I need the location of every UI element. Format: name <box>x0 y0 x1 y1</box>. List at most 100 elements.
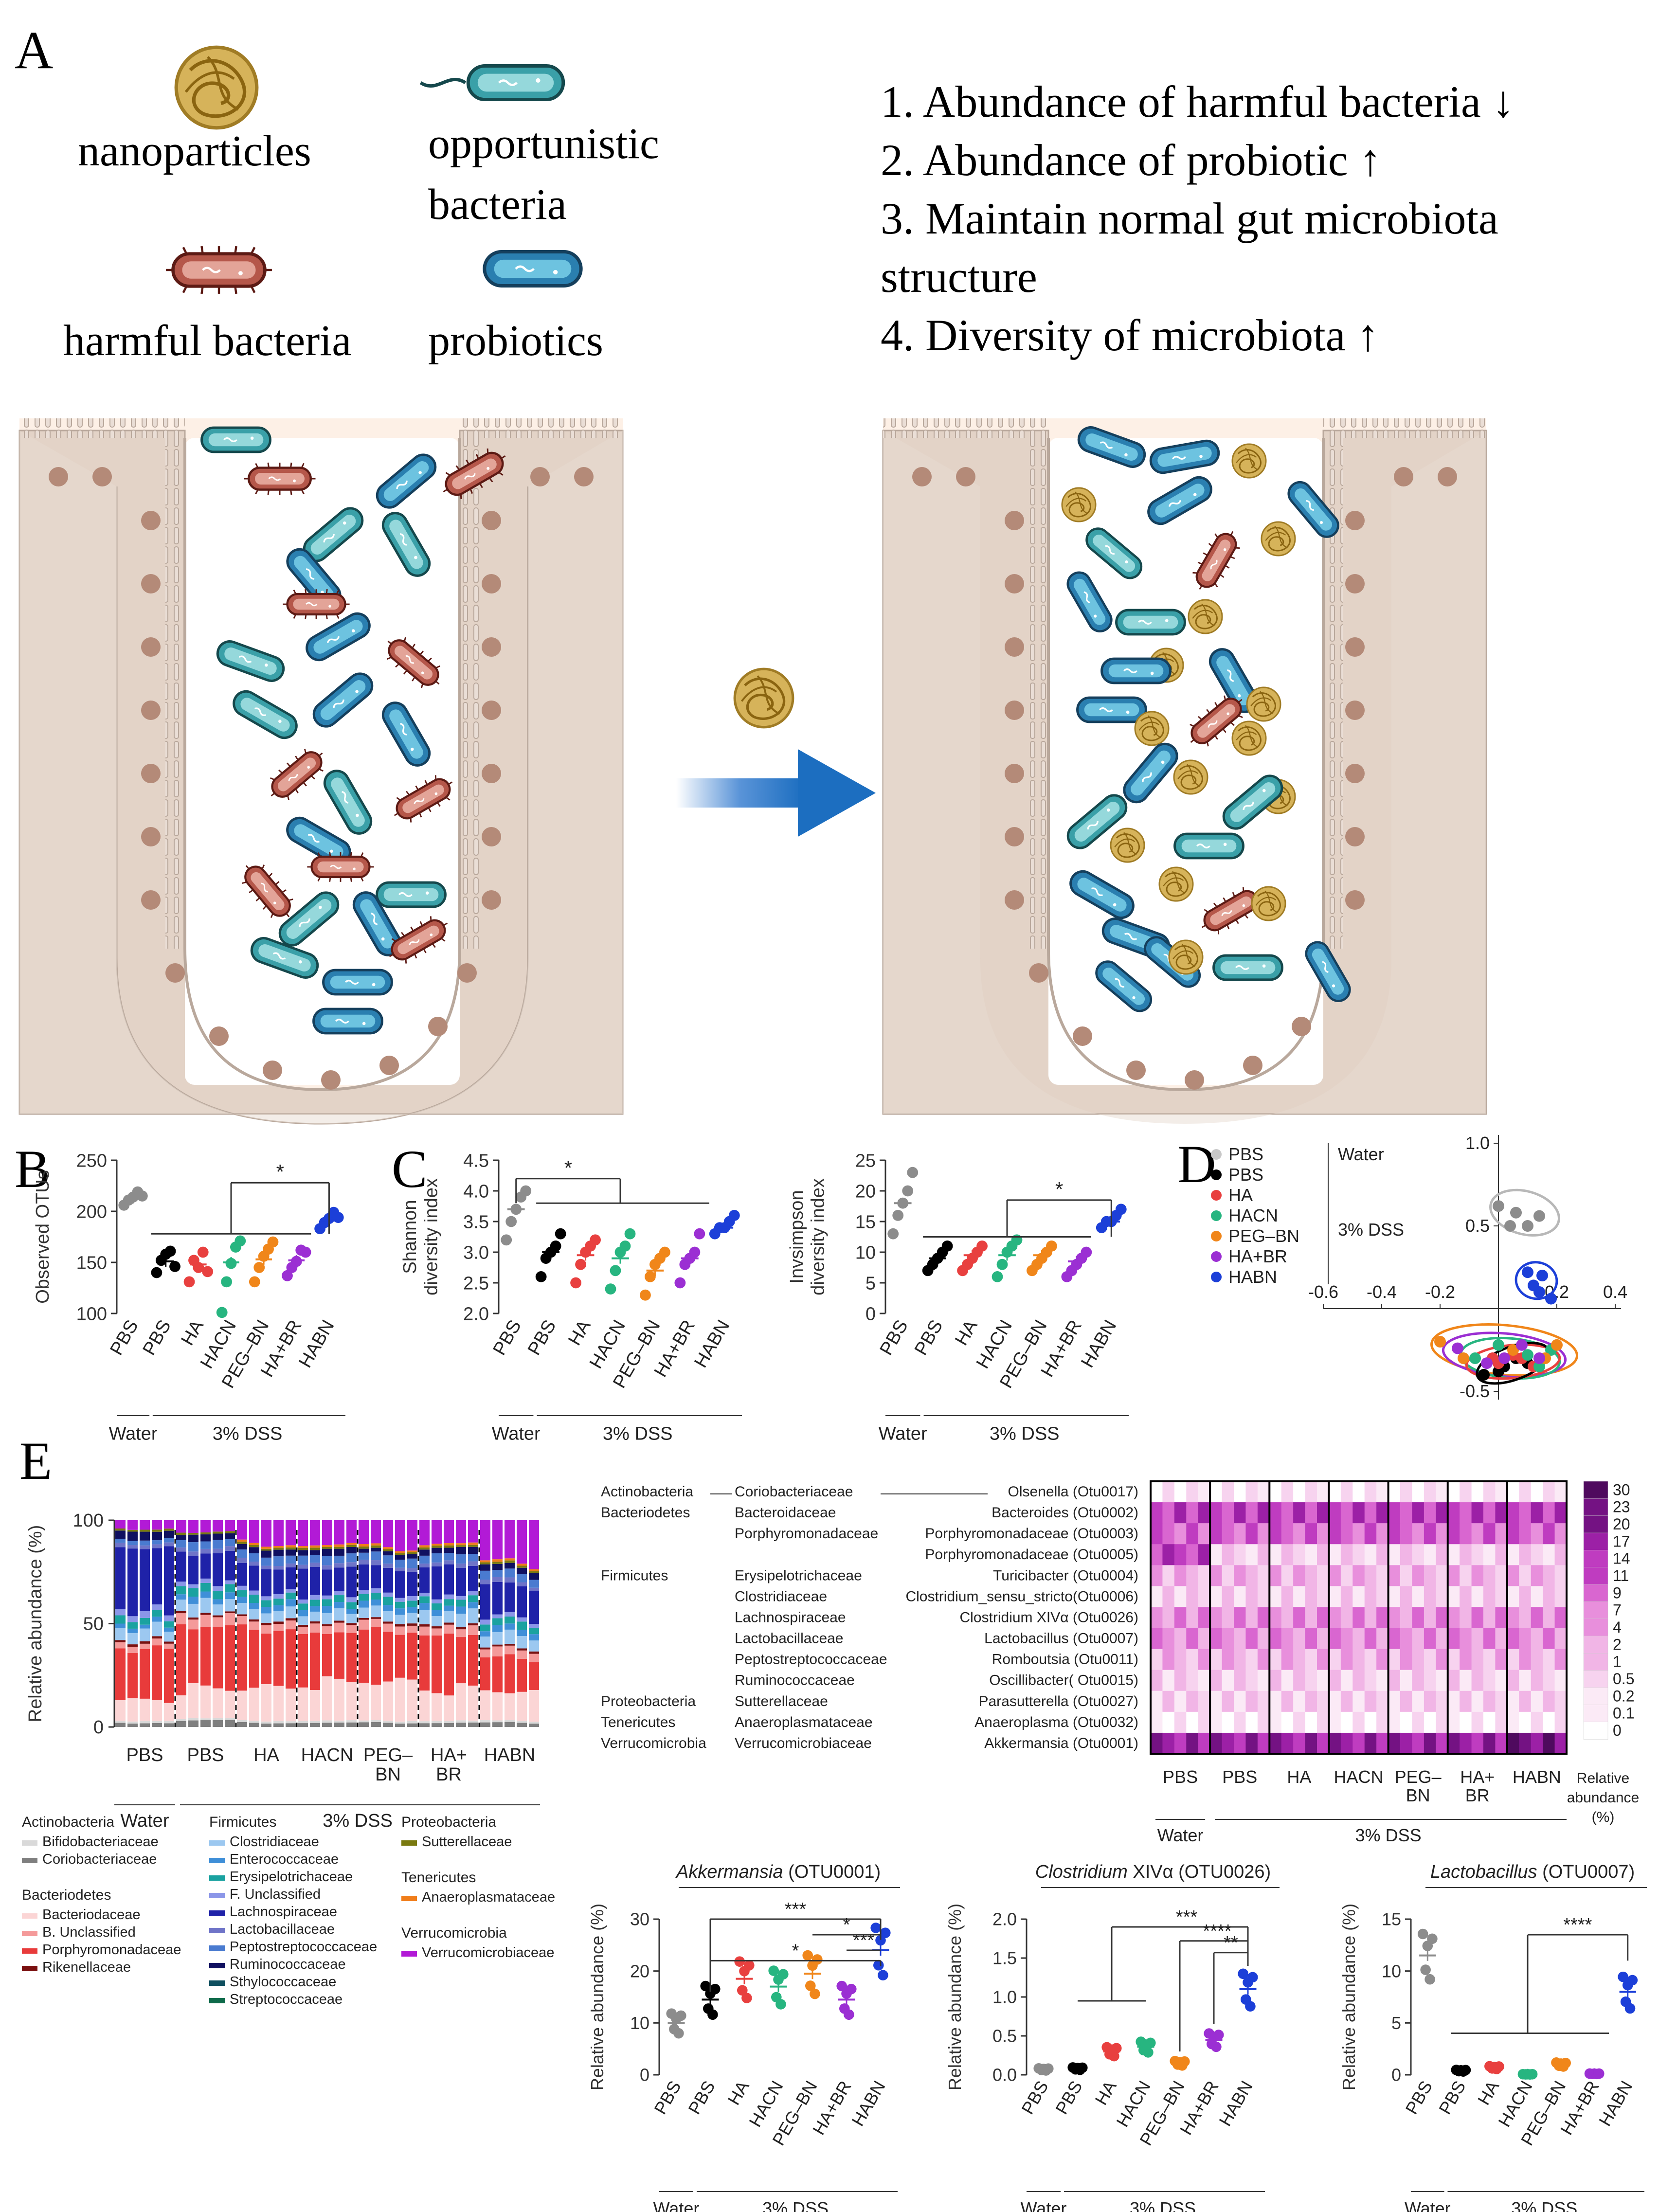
stack-segment <box>237 1616 247 1625</box>
stack-segment <box>164 1520 174 1529</box>
stack-segment <box>164 1627 174 1632</box>
y-tick-label: 0 <box>93 1717 104 1738</box>
heatmap-cell <box>1412 1481 1425 1503</box>
data-point <box>1533 1361 1545 1372</box>
heatmap-cell <box>1293 1523 1306 1545</box>
stack-segment <box>334 1567 344 1591</box>
scale-swatch <box>1583 1584 1608 1602</box>
stack-segment <box>127 1529 138 1532</box>
stack-segment <box>468 1602 478 1609</box>
stack-segment <box>407 1613 417 1624</box>
y-axis-label: Invsimpson <box>787 1190 807 1283</box>
heatmap-cell <box>1210 1565 1223 1586</box>
stack-segment <box>298 1599 308 1604</box>
heatmap-cell <box>1519 1565 1532 1586</box>
heatmap-cell <box>1412 1502 1425 1524</box>
stack-segment <box>371 1560 381 1565</box>
heatmap-cell <box>1352 1649 1365 1671</box>
legend-marker <box>1211 1190 1222 1201</box>
stack-segment <box>261 1596 271 1601</box>
stack-segment <box>152 1544 162 1548</box>
stack-segment <box>261 1550 271 1558</box>
stack-segment <box>152 1529 162 1532</box>
stack-segment <box>249 1547 259 1553</box>
legend-marker <box>1211 1231 1222 1241</box>
heatmap-cell <box>1269 1628 1282 1650</box>
heatmap-cell <box>1329 1586 1341 1607</box>
heatmap-cell <box>1340 1711 1353 1733</box>
stack-segment <box>310 1555 320 1563</box>
stack-segment <box>286 1567 296 1589</box>
heatmap-cell <box>1174 1586 1187 1607</box>
stack-segment <box>468 1685 478 1721</box>
stack-segment <box>505 1629 515 1644</box>
data-point <box>778 1969 789 1980</box>
stack-segment <box>492 1577 503 1582</box>
stack-segment <box>188 1720 198 1727</box>
heatmap-cell <box>1364 1481 1377 1503</box>
legend-swatch <box>209 1980 225 1986</box>
stack-segment <box>517 1630 527 1636</box>
stack-segment <box>517 1723 527 1727</box>
x-tick-label: PBS <box>1017 2077 1052 2118</box>
x-tick-label: PBS <box>684 2077 719 2118</box>
heatmap-cell <box>1471 1523 1484 1545</box>
data-point <box>1510 1206 1522 1219</box>
data-point <box>700 1980 711 1992</box>
stack-segment <box>517 1520 527 1564</box>
scale-swatch <box>1583 1515 1608 1533</box>
heatmap-cell <box>1531 1523 1543 1545</box>
stack-segment <box>432 1520 442 1544</box>
stack-segment <box>383 1621 393 1624</box>
stack-segment <box>359 1594 369 1601</box>
stack-segment <box>237 1549 247 1558</box>
stack-segment <box>505 1568 515 1578</box>
heatmap-cell <box>1317 1670 1329 1691</box>
data-point <box>694 1228 705 1240</box>
stack-segment <box>213 1615 223 1618</box>
stack-segment <box>480 1584 490 1620</box>
stack-segment <box>383 1567 393 1593</box>
stack-segment <box>188 1534 198 1543</box>
stack-segment <box>371 1627 381 1685</box>
heatmap-cell <box>1329 1523 1341 1545</box>
stack-segment <box>286 1723 296 1727</box>
y-tick-label: 4.0 <box>463 1181 489 1202</box>
heatmap-frame <box>1150 1480 1568 1755</box>
heatmap-cell <box>1186 1544 1199 1565</box>
otu-label: Turicibacter (Otu0004) <box>993 1567 1138 1583</box>
scale-label: 17 <box>1613 1532 1630 1550</box>
heatmap-cell <box>1162 1523 1175 1545</box>
significance-label: **** <box>1203 1921 1231 1942</box>
stack-segment <box>480 1720 490 1723</box>
heatmap-cell <box>1317 1690 1329 1712</box>
heatmap-cell <box>1210 1628 1223 1650</box>
stack-segment <box>468 1720 478 1723</box>
stack-segment <box>468 1520 478 1543</box>
heatmap-cell <box>1531 1607 1543 1629</box>
heatmap-cell <box>1257 1732 1270 1754</box>
stack-segment <box>419 1624 430 1627</box>
heatmap-cell <box>1186 1649 1199 1671</box>
legend-label: Coriobacteriaceae <box>42 1852 157 1867</box>
significance-label: * <box>792 1941 799 1961</box>
heatmap-cell <box>1151 1628 1163 1650</box>
stack-segment <box>395 1553 405 1555</box>
heatmap-cell <box>1329 1732 1341 1754</box>
legend-label: HA+BR <box>1228 1246 1287 1266</box>
stack-segment <box>249 1562 259 1566</box>
stack-segment <box>322 1595 332 1600</box>
heatmap-cell <box>1554 1649 1567 1671</box>
heatmap-cell <box>1151 1690 1163 1712</box>
stack-segment <box>517 1586 527 1618</box>
heatmap-cell <box>1447 1481 1460 1503</box>
legend-group-water: Water <box>1338 1144 1384 1164</box>
heatmap-cell <box>1400 1670 1412 1691</box>
stack-segment <box>237 1539 247 1542</box>
heatmap-cell <box>1305 1502 1317 1524</box>
x-tick-label: HA <box>723 2077 753 2108</box>
stack-segment <box>359 1629 369 1683</box>
heatmap-cell <box>1364 1586 1377 1607</box>
stack-segment <box>407 1552 417 1554</box>
